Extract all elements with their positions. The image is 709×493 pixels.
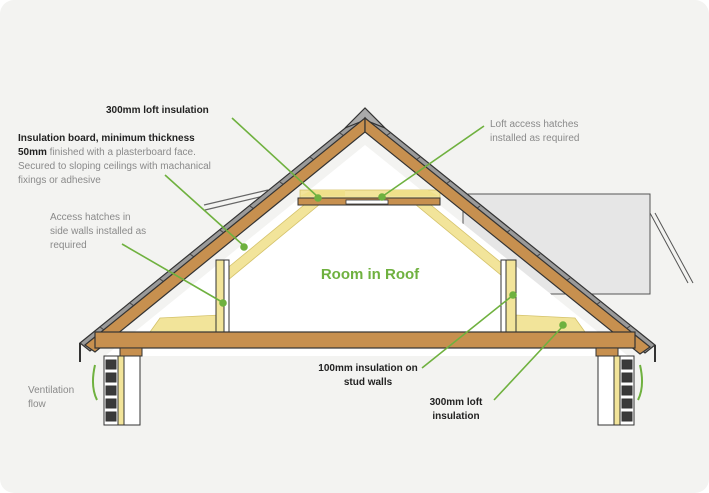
loft-hatch <box>345 199 389 205</box>
label-side-hatches: Access hatches in side walls installed a… <box>50 212 147 251</box>
wall-right <box>597 355 635 426</box>
wall-plate-left <box>119 347 143 357</box>
ventilation-arrow-left <box>91 364 98 401</box>
leader-loft-hatches <box>382 125 485 197</box>
label-loft-insulation-top: 300mm loft insulation <box>106 105 209 116</box>
leader-side-hatches <box>121 243 223 303</box>
leader-dot-loft-hatches <box>378 193 386 201</box>
stud-wall-right-board <box>500 259 507 333</box>
leader-dot-board <box>240 243 248 251</box>
label-loft-hatches: Loft access hatches installed as require… <box>490 119 580 144</box>
leader-dot-loft-top <box>314 194 322 202</box>
leader-loft-bottom <box>493 325 564 401</box>
label-stud-insulation: 100mm insulation on stud walls <box>318 363 418 388</box>
adjacent-vent <box>649 212 694 284</box>
leader-dot-stud <box>509 291 517 299</box>
leader-board <box>164 174 245 247</box>
attic-space <box>105 145 628 356</box>
rafter-right <box>364 116 651 355</box>
leader-dot-loft-bottom <box>559 321 567 329</box>
roof-window <box>203 189 269 211</box>
wall-left <box>103 355 141 426</box>
floor-joist <box>94 331 636 349</box>
leader-dot-side-hatches <box>219 299 227 307</box>
leader-loft-top <box>231 117 319 198</box>
ventilation-arrow-right <box>637 364 644 401</box>
label-insulation-board: Insulation board, minimum thickness 50mm… <box>18 132 218 188</box>
stud-wall-left-board <box>223 259 230 333</box>
room-in-roof-title: Room in Roof <box>320 266 420 283</box>
label-insulation-board-bold: Insulation board, minimum thickness 50mm <box>18 133 195 158</box>
wall-plate-right <box>595 347 619 357</box>
label-ventilation: Ventilation flow <box>28 385 75 410</box>
label-loft-insulation-bottom: 300mm loft insulation <box>429 397 483 422</box>
label-insulation-board-rest: finished with a plasterboard face. Secur… <box>18 147 211 186</box>
stud-wall-left <box>215 259 225 333</box>
leader-stud <box>421 295 513 369</box>
ceiling-insulation-right-tuft <box>390 190 438 196</box>
